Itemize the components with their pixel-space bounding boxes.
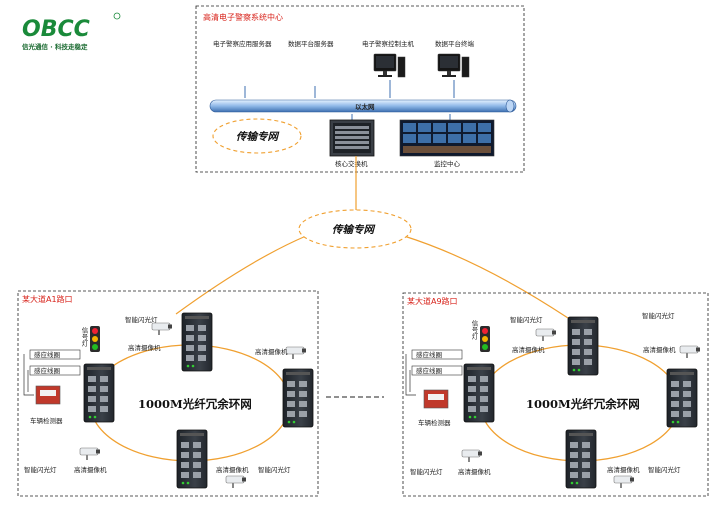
site-a1-flash-label-1: 智能闪光灯: [125, 315, 158, 324]
site-a9-frame: [402, 292, 709, 497]
site-a1-coil-1-label: 感应线圈: [34, 350, 60, 359]
server-label-app: 电子警察应用服务器: [213, 39, 272, 48]
backbone-label: 传输专网: [332, 223, 375, 236]
logo-text: OBCC: [22, 17, 90, 42]
site-a1-coil-1: [29, 349, 81, 360]
server-label-data: 数据平台服务器: [288, 39, 334, 48]
site-a9-title: 某大道A9路口: [407, 296, 458, 306]
site-a9-camera-label-2: 高清摄像机: [643, 345, 676, 354]
site-a1-switch-bottom-icon: [176, 429, 208, 489]
site-a9-traffic-signal-icon: [480, 326, 490, 352]
site-a9-detector-label: 车辆检测器: [418, 418, 451, 427]
site-a9-ring-label: 1000M光纤冗余环网: [526, 397, 640, 411]
site-a9-switch-bottom-icon: [565, 429, 597, 489]
site-a1-vehicle-detector-icon: [35, 385, 61, 405]
site-a9-switch-right-icon: [666, 368, 698, 428]
site-a1-camera-2-icon: [285, 346, 307, 360]
site-a1-camera-4-icon: [225, 475, 247, 489]
control-center: 高清电子警察系统中心 电子警察应用服务器 数据平台服务器 电子警察控制主机 数据…: [195, 5, 525, 173]
site-a9-coil-1-label: 感应线圈: [416, 350, 442, 359]
control-pc-icon: [373, 53, 406, 78]
site-a9-coil-2-label: 感应线圈: [416, 366, 442, 375]
site-a1-traffic-signal-icon: [90, 326, 100, 352]
center-private-net-cloud: [212, 118, 302, 154]
server-label-terminal: 数据平台终端: [435, 39, 475, 48]
site-a9-flash-label-3: 智能闪光灯: [410, 467, 443, 476]
site-a9-flash-label-4: 智能闪光灯: [648, 465, 681, 474]
site-a9-switch-top-icon: [567, 316, 599, 376]
logo-slogan: 信光通信 · 科技走稳定: [22, 42, 88, 51]
site-a1-frame: [17, 290, 319, 497]
site-a1-camera-3-icon: [79, 447, 101, 461]
site-a1-camera-label-3: 高清摄像机: [74, 465, 107, 474]
site-a9: 某大道A9路口 1000M光纤冗余环网 信号灯 感应线圈 感应线圈 车辆检测器 …: [402, 292, 709, 497]
site-a1-switch-top-icon: [181, 312, 213, 372]
site-a9-camera-label-3: 高清摄像机: [458, 467, 491, 476]
terminal-pc-icon: [437, 53, 470, 78]
monitor-wall-icon: [399, 119, 495, 157]
site-a1-signal-label: 信号灯: [80, 326, 88, 348]
site-a9-signal-label: 信号灯: [470, 319, 478, 341]
site-a9-camera-1-icon: [535, 328, 557, 342]
site-a1-detector-label: 车辆检测器: [30, 416, 63, 425]
site-a9-flash-label-1: 智能闪光灯: [510, 315, 543, 324]
site-a9-camera-label-1: 高清摄像机: [512, 345, 545, 354]
site-a1-flash-label-4: 智能闪光灯: [258, 465, 291, 474]
ethernet-label: 以太网: [355, 102, 375, 111]
center-private-net-label: 传输专网: [236, 130, 279, 143]
core-switch-label: 核心交换机: [335, 159, 368, 168]
site-a1-flash-label-3: 智能闪光灯: [24, 465, 57, 474]
site-a9-camera-2-icon: [679, 345, 701, 359]
backbone-links: [175, 156, 569, 319]
ethernet-bus: 以太网: [209, 99, 517, 113]
site-a9-coil-1: [411, 349, 463, 360]
core-switch-icon: [329, 119, 375, 157]
site-a9-switch-left-icon: [463, 363, 495, 423]
site-a1-switch-left-icon: [83, 363, 115, 423]
site-a1-coil-2: [29, 365, 81, 376]
site-a1-camera-1-icon: [151, 322, 173, 336]
site-a9-camera-label-4: 高清摄像机: [607, 465, 640, 474]
site-a9-vehicle-detector-icon: [423, 389, 449, 409]
center-title: 高清电子警察系统中心: [203, 12, 283, 22]
site-a9-camera-3-icon: [461, 449, 483, 463]
site-a9-camera-4-icon: [613, 475, 635, 489]
site-a1-ring-label: 1000M光纤冗余环网: [138, 397, 252, 411]
server-label-control: 电子警察控制主机: [362, 39, 415, 48]
site-a1-title: 某大道A1路口: [22, 294, 73, 304]
brand-logo: OBCC 信光通信 · 科技走稳定: [22, 12, 121, 51]
site-a1-switch-right-icon: [282, 368, 314, 428]
center-frame: [195, 5, 525, 173]
site-a1-coil-2-label: 感应线圈: [34, 366, 60, 375]
site-a1-camera-label-1: 高清摄像机: [128, 343, 161, 352]
site-a1-camera-label-2: 高清摄像机: [255, 347, 288, 356]
site-a1-camera-label-4: 高清摄像机: [216, 465, 249, 474]
site-a1: 某大道A1路口 1000M光纤冗余环网 信号灯 感应线圈 感应线圈 车辆检测器 …: [17, 290, 319, 497]
site-a9-coil-2: [411, 365, 463, 376]
site-a9-flash-label-2: 智能闪光灯: [642, 311, 675, 320]
link-right: [403, 235, 569, 319]
monitor-center-label: 监控中心: [434, 159, 461, 168]
link-left: [175, 235, 307, 315]
backbone-cloud: [298, 209, 412, 249]
